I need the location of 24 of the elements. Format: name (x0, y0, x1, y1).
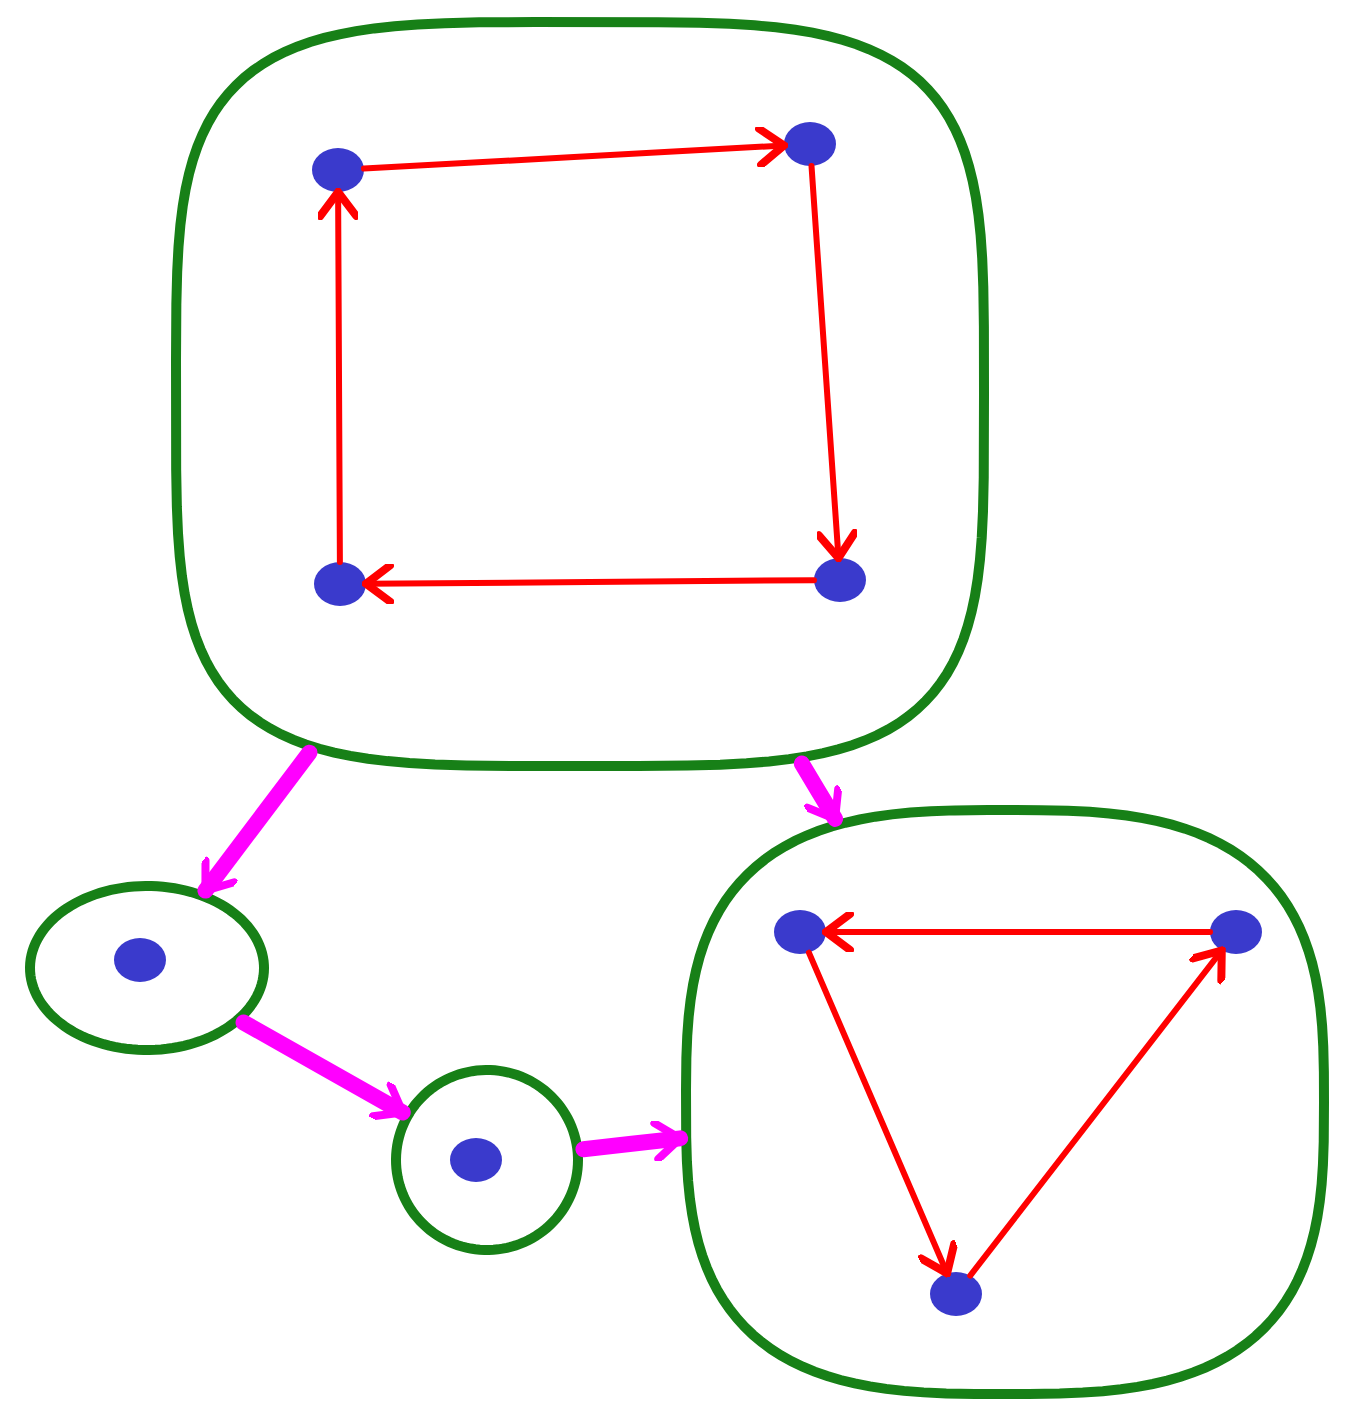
arrow (822, 910, 1213, 954)
arrow (575, 1119, 689, 1163)
vertex-dot (774, 910, 826, 954)
vertex-dot (312, 148, 364, 192)
arrow (197, 744, 318, 899)
arrow (967, 946, 1226, 1279)
vertex-dot (930, 1272, 982, 1316)
component-outline (390, 1064, 584, 1256)
arrow (235, 1014, 411, 1121)
vertex-dot (784, 122, 836, 166)
arrow (805, 949, 959, 1278)
vertex-dot (814, 558, 866, 602)
arrow (362, 561, 817, 606)
arrow (316, 188, 361, 565)
component-outline (680, 804, 1330, 1400)
vertex-dot (114, 938, 166, 982)
vertex-dot (450, 1138, 502, 1182)
arrow (808, 162, 859, 563)
vertex-dot (314, 562, 366, 606)
vertex-dot (1210, 910, 1262, 954)
component-outline (170, 16, 990, 772)
arrow (360, 124, 789, 172)
component-outline (24, 880, 270, 1056)
arrow (793, 755, 844, 827)
